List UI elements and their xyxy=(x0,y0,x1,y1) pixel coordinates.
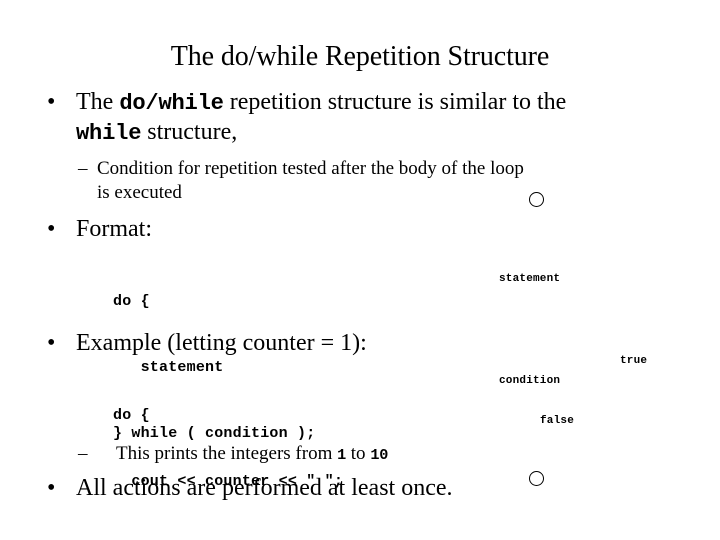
flowchart-label-condition: condition xyxy=(499,375,561,387)
bullet-marker-dot: • xyxy=(47,475,56,501)
bullet-do-while-similar: • The do/while repetition structure is s… xyxy=(47,88,687,148)
inline-code-do-while: do/while xyxy=(119,91,224,116)
subbullet-line-1: Condition for repetition tested after th… xyxy=(97,158,524,179)
bullet-format: • Format: xyxy=(47,215,447,243)
bullet-example-label: Example (letting counter = 1): xyxy=(76,330,367,356)
subbullet-line-2: is executed xyxy=(97,182,182,203)
code-block-format: do { statement } while ( condition ); xyxy=(113,247,315,489)
flowchart-connector-bottom-icon xyxy=(529,471,544,486)
bullet-text-part-a: The xyxy=(76,89,120,115)
flowchart-label-true: true xyxy=(620,355,648,367)
inline-number-from: 1 xyxy=(337,446,347,464)
code-line: do { xyxy=(113,293,150,310)
bullet-marker-dot: • xyxy=(47,330,56,356)
subbullet-text: This prints the integers from 1 to 10 xyxy=(116,442,558,467)
inline-number-to: 10 xyxy=(370,446,389,464)
bullet-marker-dash: – xyxy=(78,443,88,464)
bullet-marker-dot: • xyxy=(47,216,56,242)
bullet-all-actions-once: • All actions are performed at least onc… xyxy=(47,474,567,502)
subbullet-text-part-b: to xyxy=(346,443,371,464)
flowchart-label-false: false xyxy=(540,415,575,427)
bullet-marker-dash: – xyxy=(78,158,88,179)
bullet-text-part-c: structure, xyxy=(141,119,238,145)
page-title: The do/while Repetition Structure xyxy=(170,41,550,72)
flowchart-connector-top-icon xyxy=(529,192,544,207)
code-line: statement xyxy=(113,359,224,376)
bullet-all-actions-label: All actions are performed at least once. xyxy=(76,475,453,501)
code-block-example: do { cout << counter << " "; } while (++… xyxy=(113,361,352,540)
flowchart-label-statement: statement xyxy=(499,273,561,285)
bullet-example: • Example (letting counter = 1): xyxy=(47,329,507,357)
code-line: do { xyxy=(113,407,150,424)
subbullet-condition-tested-after: – Condition for repetition tested after … xyxy=(78,157,678,205)
subbullet-prints-integers: – This prints the integers from 1 to 10 xyxy=(78,442,558,467)
subbullet-text: Condition for repetition tested after th… xyxy=(97,157,678,205)
bullet-text-part-b: repetition structure is similar to the xyxy=(223,89,567,115)
bullet-marker-dot: • xyxy=(47,89,56,115)
code-line: cout << counter << " "; xyxy=(113,473,344,490)
subbullet-text-part-a: This prints the integers from xyxy=(116,443,338,464)
inline-code-while: while xyxy=(76,121,142,146)
bullet-format-label: Format: xyxy=(76,216,152,242)
bullet-text: The do/while repetition structure is sim… xyxy=(76,88,687,148)
code-line: } while ( condition ); xyxy=(113,425,316,442)
